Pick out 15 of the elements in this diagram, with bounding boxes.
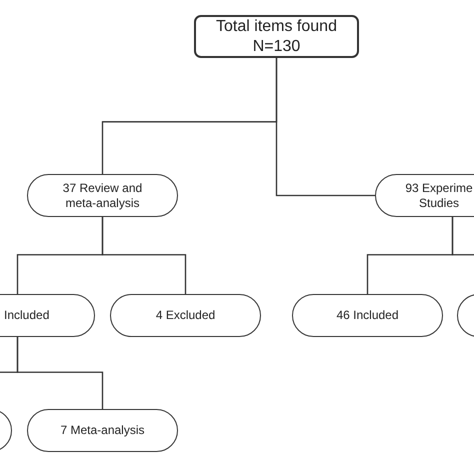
- rounded-box: [194, 15, 359, 58]
- node-label: 46 Included: [336, 308, 399, 323]
- connector-line: [276, 58, 375, 196]
- pill-box: [110, 294, 261, 337]
- node-label: 7 Meta-analysis: [60, 423, 145, 438]
- pill-box: [292, 294, 443, 337]
- node-label: 93 Experime Studies: [404, 181, 474, 210]
- connector-line: [102, 217, 186, 294]
- node-label: 37 Review and meta-analysis: [62, 181, 144, 210]
- node-label: Included: [4, 308, 50, 323]
- pill-box: [27, 409, 178, 452]
- connector-line: [16, 337, 104, 409]
- node-label: Total items found N=130: [215, 17, 338, 56]
- pill-box: [27, 174, 178, 217]
- node-label: 4 Excluded: [156, 308, 216, 323]
